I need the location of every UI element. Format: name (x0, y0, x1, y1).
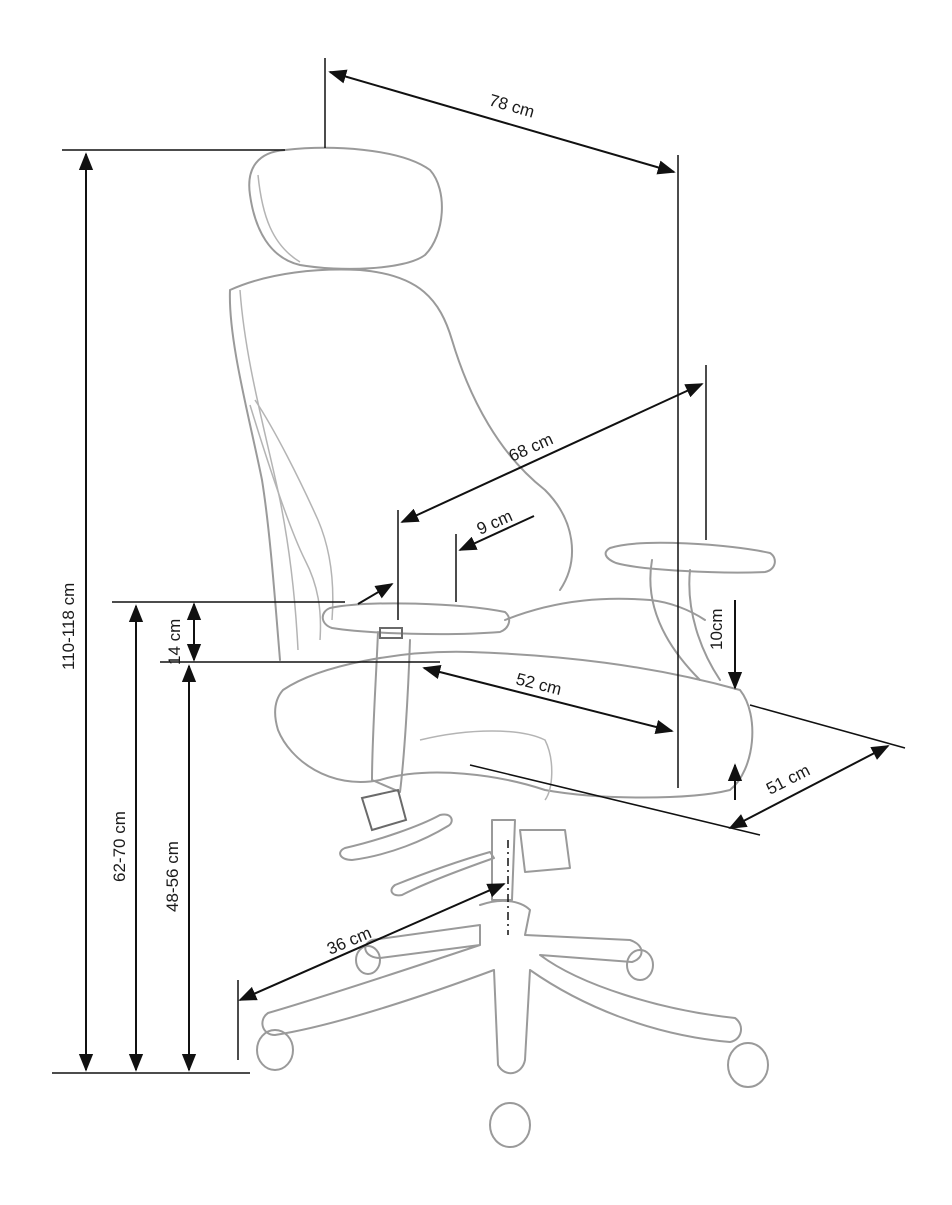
dimension-labels: 78 cm 68 cm 9 cm 52 cm 51 cm 10cm 14 cm … (59, 91, 813, 959)
label-armrest-floor: 62-70 cm (110, 811, 129, 882)
label-total-height: 110-118 cm (59, 583, 78, 670)
dim-line-51cm (728, 745, 890, 829)
star-base (261, 899, 742, 1075)
caster-wheels (256, 945, 769, 1148)
dim-line-36cm (238, 883, 506, 1001)
chair-drawing (228, 146, 776, 1148)
dim-line-68cm (400, 383, 704, 523)
headrest (248, 146, 443, 270)
dim-line-52cm (422, 665, 674, 734)
label-68cm: 68 cm (506, 429, 556, 465)
dim-line-78cm (328, 69, 676, 175)
armrest-right (604, 541, 776, 574)
label-52cm: 52 cm (514, 669, 564, 699)
dimension-lines (52, 58, 906, 1074)
seat (274, 650, 754, 799)
armrest-left (321, 602, 511, 636)
label-seat-height: 48-56 cm (163, 841, 182, 912)
label-78cm: 78 cm (487, 91, 537, 122)
dim-line-9cm (458, 515, 535, 551)
label-14cm: 14 cm (165, 619, 184, 665)
label-10cm: 10cm (707, 608, 726, 650)
label-51cm: 51 cm (763, 761, 813, 799)
gas-lift (491, 819, 516, 901)
